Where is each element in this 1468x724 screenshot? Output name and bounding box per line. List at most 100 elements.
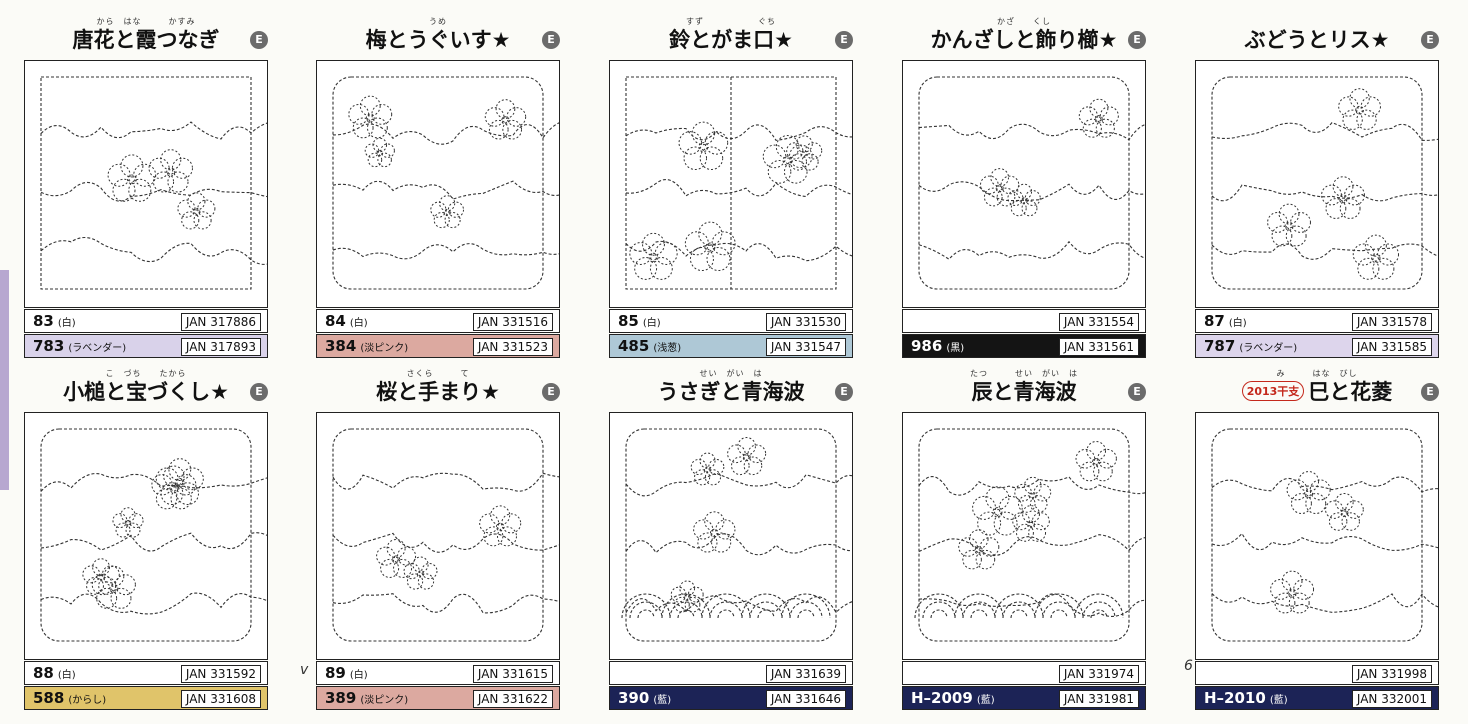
card-title-text: かんざしと飾り櫛★ [930, 28, 1118, 52]
product-number: 389 [325, 689, 357, 707]
jan-code-label: JAN 331578 [1351, 313, 1432, 331]
color-name: (藍) [976, 695, 995, 706]
e-grade-badge: E [542, 31, 560, 49]
card-title-text: ぶどうとリス★ [1244, 28, 1390, 52]
white-variant-row: H–1009(白) JAN 331974 [902, 661, 1146, 685]
color-name: (白) [976, 670, 995, 681]
jan-code-label: JAN 317893 [180, 338, 261, 356]
color-variant-row: H–2010(藍) JAN 332001 [1195, 686, 1439, 710]
e-grade-badge: E [250, 31, 268, 49]
card-title-area: うめ梅とうぐいす★ E [316, 12, 560, 60]
e-grade-badge: E [835, 31, 853, 49]
card-title: かんざしと飾り櫛★ [902, 24, 1146, 54]
jan-code-label: JAN 317886 [180, 313, 261, 331]
white-variant-row: 83(白)JAN 317886 [24, 309, 268, 333]
product-code: 85(白) [618, 312, 661, 330]
color-variant-row: H–2009(藍)JAN 331981 [902, 686, 1146, 710]
card-title-text: 桜と手まり★ [376, 380, 500, 404]
color-variant-row: 390(藍) JAN 331646 [609, 686, 853, 710]
jan-code-label: JAN 331639 [765, 665, 846, 683]
color-name: (白) [57, 670, 76, 681]
color-variant-row: 588(からし)JAN 331608 [24, 686, 268, 710]
color-name: (浅葱) [653, 343, 682, 354]
product-code: 90(白) [618, 664, 661, 682]
jan-code-label: JAN 331523 [472, 338, 553, 356]
product-code: 783(ラベンダー) [33, 337, 126, 355]
product-number: 85 [618, 312, 639, 330]
color-variant-row: 384(淡ピンク)JAN 331523 [316, 334, 560, 358]
jan-code-label: JAN 331615 [472, 665, 553, 683]
stitch-pattern-image [609, 412, 853, 660]
pattern-drawing [918, 76, 1145, 290]
title-ruby: から はな かすみ [96, 17, 196, 26]
color-name: (黒) [946, 343, 965, 354]
stitch-pattern-image [902, 60, 1146, 308]
jan-code-label: JAN 331974 [1058, 665, 1139, 683]
e-grade-badge: E [542, 383, 560, 401]
product-number: H–1009 [911, 664, 973, 682]
color-name: (白) [1228, 318, 1247, 329]
product-number: H–2010 [1204, 689, 1266, 707]
product-code: 89(白) [325, 664, 368, 682]
color-name: (白) [642, 670, 661, 681]
white-variant-row: 87(白)JAN 331578 [1195, 309, 1439, 333]
jan-code-label: JAN 331622 [472, 690, 553, 708]
margin-mark: 6 [1184, 658, 1193, 674]
color-name: (淡ピンク) [360, 343, 409, 354]
pattern-drawing [332, 428, 559, 642]
color-name: (白) [57, 318, 76, 329]
product-number: H–1010 [1204, 664, 1266, 682]
e-grade-badge: E [1128, 383, 1146, 401]
stitch-pattern-image [24, 412, 268, 660]
jan-code-label: JAN 332001 [1351, 690, 1432, 708]
pattern-drawing [1211, 428, 1438, 642]
product-number: 86 [911, 312, 932, 330]
jan-code-label: JAN 331547 [765, 338, 846, 356]
product-code: 986(黒) [911, 337, 964, 355]
card-title: 2013干支巳と花菱 [1195, 376, 1439, 406]
product-code: 86(白) [911, 312, 954, 330]
card-title-text: 梅とうぐいす★ [365, 28, 511, 52]
product-number: 84 [325, 312, 346, 330]
stitch-pattern-image [902, 412, 1146, 660]
product-code: 390(藍) [618, 689, 671, 707]
jan-code-label: JAN 331646 [765, 690, 846, 708]
pattern-drawing [332, 76, 559, 290]
white-variant-row: 84(白)JAN 331516 [316, 309, 560, 333]
product-code: H–2010(藍) [1204, 689, 1288, 707]
zodiac-year-badge: 2013干支 [1241, 381, 1305, 401]
title-ruby: すず ぐち [686, 17, 776, 26]
e-grade-badge: E [250, 383, 268, 401]
color-name: (白) [1269, 670, 1288, 681]
jan-code-label: JAN 331561 [1058, 338, 1139, 356]
title-ruby: こ づち たから [105, 369, 187, 378]
product-code: 88(白) [33, 664, 76, 682]
title-ruby: たつ せい がい は [970, 369, 1078, 378]
e-grade-badge: E [1421, 31, 1439, 49]
color-name: (白) [642, 318, 661, 329]
jan-code-label: JAN 331516 [472, 313, 553, 331]
product-code: H–1010(白) [1204, 664, 1288, 682]
card-title-area: さくら て桜と手まり★E [316, 364, 560, 412]
product-code: 787(ラベンダー) [1204, 337, 1297, 355]
title-ruby: うめ [429, 17, 447, 26]
color-name: (白) [935, 318, 954, 329]
stitch-pattern-image [1195, 412, 1439, 660]
stitch-pattern-image [24, 60, 268, 308]
pattern-drawing [625, 76, 852, 290]
color-name: (藍) [653, 695, 672, 706]
jan-code-label: JAN 331981 [1058, 690, 1139, 708]
jan-code-label: JAN 331998 [1351, 665, 1432, 683]
color-name: (ラベンダー) [68, 343, 127, 354]
title-ruby: せい がい は [699, 369, 763, 378]
white-variant-row: H–1010(白) JAN 331998 [1195, 661, 1439, 685]
color-name: (白) [349, 670, 368, 681]
